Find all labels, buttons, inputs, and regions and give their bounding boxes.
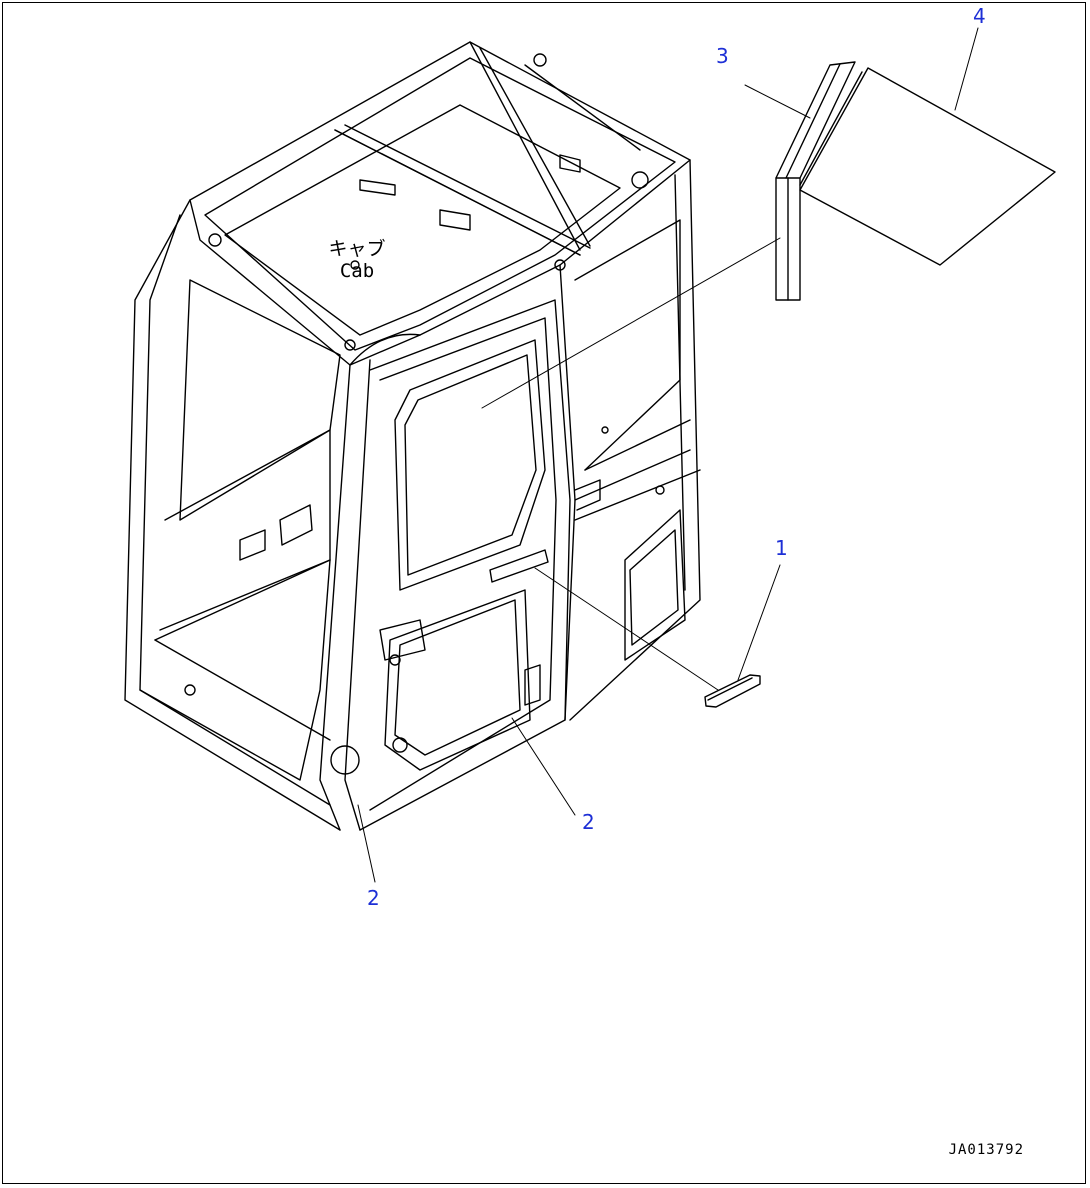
- leader-lines: [357, 27, 979, 883]
- callout-2-door: 2: [582, 810, 595, 834]
- cab-label: キャブ Cab: [322, 238, 392, 282]
- callout-4: 4: [973, 4, 986, 28]
- cab-label-en: Cab: [339, 260, 375, 282]
- part-1-seal-piece: [704, 674, 761, 708]
- callout-2-pillar: 2: [367, 886, 380, 910]
- cab-structure: [124, 41, 701, 831]
- part-3-seal-strip: [775, 61, 856, 301]
- callout-1: 1: [775, 536, 788, 560]
- drawing-id: JA013792: [948, 1142, 1024, 1158]
- callout-3: 3: [716, 44, 729, 68]
- cab-label-jp: キャブ: [328, 238, 386, 260]
- part-4-glass-sheet: [799, 67, 1056, 266]
